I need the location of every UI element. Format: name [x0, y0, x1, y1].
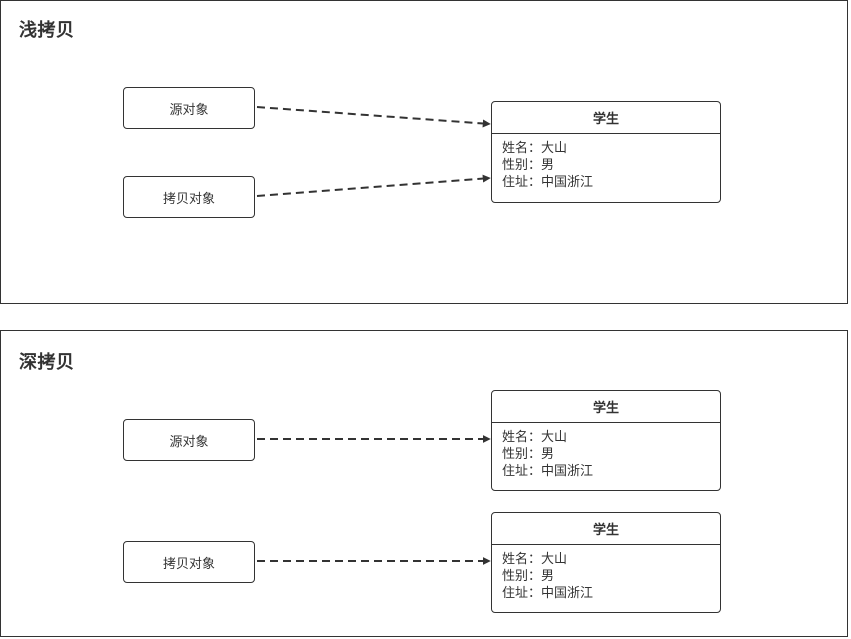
copy-object-box[interactable]: 拷贝对象 [123, 176, 255, 218]
student-card-title: 学生 [492, 513, 720, 545]
student-card-body: 姓名：大山 性别：男 住址：中国浙江 [492, 134, 720, 197]
source-object-box[interactable]: 源对象 [123, 419, 255, 461]
shallow-copy-panel: 浅拷贝 源对象 拷贝对象 学生 姓名：大山 性别：男 住址：中国浙江 [0, 0, 848, 304]
student-card[interactable]: 学生 姓名：大山 性别：男 住址：中国浙江 [491, 390, 721, 491]
student-address-attr: 住址：中国浙江 [502, 586, 594, 601]
student-address-attr: 住址：中国浙江 [502, 175, 594, 190]
student-card-title: 学生 [492, 102, 720, 134]
student-address-attr: 住址：中国浙江 [502, 464, 594, 479]
panel-title: 深拷贝 [19, 352, 75, 373]
source-object-box[interactable]: 源对象 [123, 87, 255, 129]
student-card-body: 姓名：大山 性别：男 住址：中国浙江 [492, 545, 720, 608]
student-gender-attr: 性别：男 [502, 569, 555, 584]
source-object-label: 源对象 [169, 434, 209, 450]
student-name-attr: 姓名：大山 [502, 430, 568, 445]
student-name-attr: 姓名：大山 [502, 141, 568, 156]
copy-object-label: 拷贝对象 [162, 556, 215, 572]
student-card-copy[interactable]: 学生 姓名：大山 性别：男 住址：中国浙江 [491, 512, 721, 613]
student-card-body: 姓名：大山 性别：男 住址：中国浙江 [492, 423, 720, 486]
student-card-title: 学生 [492, 391, 720, 423]
deep-copy-panel: 深拷贝 源对象 拷贝对象 学生 姓名：大山 性别：男 住址：中国浙江 学生 姓名… [0, 330, 848, 637]
student-card[interactable]: 学生 姓名：大山 性别：男 住址：中国浙江 [491, 101, 721, 203]
student-name-attr: 姓名：大山 [502, 552, 568, 567]
student-gender-attr: 性别：男 [502, 158, 555, 173]
student-gender-attr: 性别：男 [502, 447, 555, 462]
copy-object-box[interactable]: 拷贝对象 [123, 541, 255, 583]
source-object-label: 源对象 [169, 102, 209, 118]
panel-title: 浅拷贝 [19, 20, 75, 41]
copy-object-label: 拷贝对象 [162, 191, 215, 207]
